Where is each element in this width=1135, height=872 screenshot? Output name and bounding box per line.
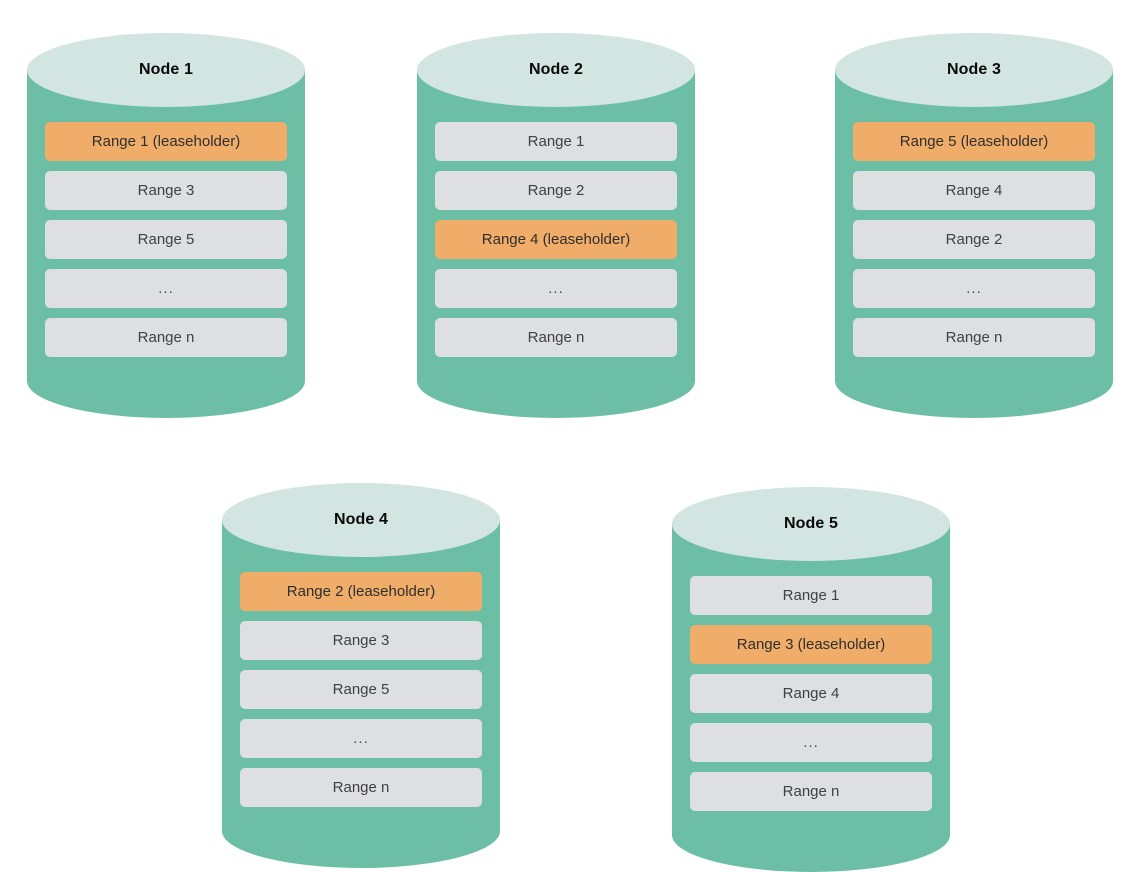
cylinder-top-ellipse xyxy=(222,483,500,557)
range-row[interactable]: Range 5 xyxy=(45,220,287,259)
range-row[interactable]: Range n xyxy=(45,318,287,357)
range-row-ellipsis[interactable]: ... xyxy=(853,269,1095,308)
node-title: Node 2 xyxy=(529,61,583,78)
range-row[interactable]: Range 2 xyxy=(435,171,677,210)
cylinder-top-ellipse xyxy=(417,33,695,107)
range-list: Range 5 (leaseholder) Range 4 Range 2... Ra… xyxy=(853,122,1095,357)
range-row-leaseholder[interactable]: Range 2 (leaseholder) xyxy=(240,572,482,611)
range-list: Range 1 Range 3 (leaseholder) Range 4... Ra… xyxy=(690,576,932,811)
range-row-ellipsis[interactable]: ... xyxy=(690,723,932,762)
range-row[interactable]: Range 3 xyxy=(45,171,287,210)
range-row[interactable]: Range n xyxy=(853,318,1095,357)
range-row[interactable]: Range n xyxy=(240,768,482,807)
range-row-leaseholder[interactable]: Range 1 (leaseholder) xyxy=(45,122,287,161)
range-row[interactable]: Range 1 xyxy=(690,576,932,615)
range-row-leaseholder[interactable]: Range 5 (leaseholder) xyxy=(853,122,1095,161)
range-row[interactable]: Range 3 xyxy=(240,621,482,660)
cylinder-top-ellipse xyxy=(672,487,950,561)
range-row-ellipsis[interactable]: ... xyxy=(435,269,677,308)
range-row[interactable]: Range 2 xyxy=(853,220,1095,259)
range-row[interactable]: Range 4 xyxy=(853,171,1095,210)
range-row-ellipsis[interactable]: ... xyxy=(240,719,482,758)
node-title: Node 1 xyxy=(139,61,193,78)
range-row[interactable]: Range 5 xyxy=(240,670,482,709)
range-row[interactable]: Range 1 xyxy=(435,122,677,161)
range-row-leaseholder[interactable]: Range 3 (leaseholder) xyxy=(690,625,932,664)
node-title: Node 5 xyxy=(784,515,838,532)
range-list: Range 2 (leaseholder) Range 3 Range 5... Ra… xyxy=(240,572,482,807)
range-row[interactable]: Range 4 xyxy=(690,674,932,713)
cylinder-top-ellipse xyxy=(835,33,1113,107)
node-title: Node 3 xyxy=(947,61,1001,78)
range-row[interactable]: Range n xyxy=(435,318,677,357)
node-title: Node 4 xyxy=(334,511,388,528)
range-list: Range 1 (leaseholder) Range 3 Range 5... Ra… xyxy=(45,122,287,357)
range-row-ellipsis[interactable]: ... xyxy=(45,269,287,308)
range-list: Range 1 Range 2 Range 4 (leaseholder)... Ra… xyxy=(435,122,677,357)
range-row-leaseholder[interactable]: Range 4 (leaseholder) xyxy=(435,220,677,259)
range-row[interactable]: Range n xyxy=(690,772,932,811)
cylinder-top-ellipse xyxy=(27,33,305,107)
